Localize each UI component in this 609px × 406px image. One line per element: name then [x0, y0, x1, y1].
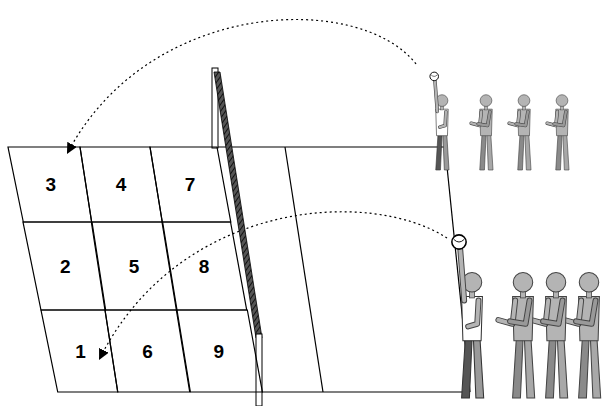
zone-number: 3: [45, 175, 56, 194]
zone-number: 2: [60, 257, 71, 276]
serve-trajectory: [100, 212, 447, 358]
court-zone: 6: [105, 310, 190, 392]
zone-number: 5: [129, 257, 140, 276]
players-top: [430, 72, 569, 170]
zone-border: [150, 147, 231, 222]
court-zone: 4: [80, 147, 162, 222]
zone-border: [41, 310, 118, 392]
zone-border: [177, 310, 262, 392]
net: [212, 68, 262, 406]
court-zone: 2: [23, 222, 105, 310]
zone-number: 6: [142, 342, 153, 361]
zone-number: 8: [199, 257, 210, 276]
court-zone: 8: [162, 222, 247, 310]
zone-border: [23, 222, 105, 310]
court-zone: 9: [177, 310, 262, 392]
zone-border: [80, 147, 162, 222]
zone-number: 4: [116, 175, 127, 194]
court-zone: 7: [150, 147, 231, 222]
court-zone: 3: [8, 147, 92, 222]
zone-number: 1: [75, 342, 86, 361]
zone-number: 9: [214, 342, 225, 361]
zone-border: [162, 222, 247, 310]
serve-trajectory: [68, 20, 416, 152]
zone-border: [105, 310, 190, 392]
zone-border: [8, 147, 92, 222]
zone-number: 7: [185, 175, 196, 194]
court-zone: 1: [41, 310, 118, 392]
players-bottom: [452, 235, 601, 398]
